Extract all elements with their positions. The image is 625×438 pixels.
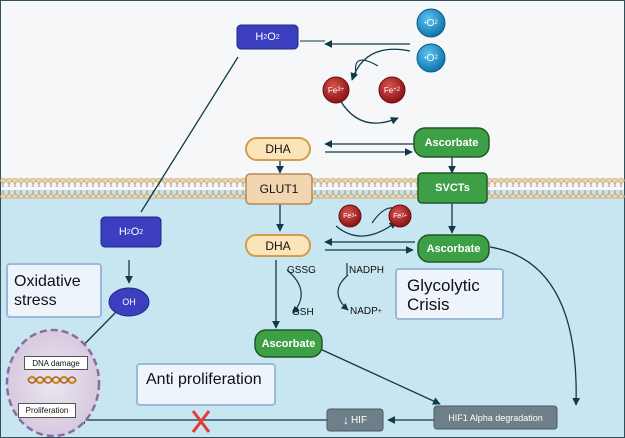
dna-damage-label: DNA damage — [24, 356, 88, 370]
glycolytic-crisis-line1: Glycolytic — [407, 276, 480, 295]
arrow-fe-loop — [354, 59, 379, 75]
fe2-label: Fe+2 — [383, 85, 401, 95]
dna-strand-icon-2 — [27, 376, 77, 384]
glut1-label: GLUT1 — [259, 182, 299, 196]
arrow-gssg-to-gsh — [286, 269, 302, 314]
ascorbate-inside-label: Ascorbate — [426, 242, 481, 255]
ascorbate-outside-label: Ascorbate — [424, 136, 479, 149]
nadph-label: NADPH — [349, 264, 385, 276]
glut1-node — [245, 173, 313, 205]
svcts-node — [417, 172, 488, 204]
oxidative-stress-box: Oxidative stress — [6, 263, 102, 318]
ascorbate-inside-node — [417, 234, 490, 263]
superoxide-node-1 — [416, 8, 446, 38]
oxidative-stress-line2: stress — [14, 292, 57, 309]
h2o2-diffusion-line — [140, 56, 239, 213]
hif1-degradation-label: HIF1 Alpha degradation — [448, 412, 543, 423]
fe2-node — [378, 76, 406, 104]
anti-proliferation-box: Anti proliferation — [136, 363, 276, 406]
hif-node — [326, 408, 384, 432]
dha-inside-label: DHA — [265, 238, 291, 253]
superoxide-node-2 — [416, 43, 446, 73]
hydroxyl-label: OH — [122, 297, 136, 307]
fe3-inside-node — [338, 204, 362, 228]
nucleus — [5, 328, 101, 438]
inhibition-x-icon — [191, 410, 211, 433]
oxidative-stress-line1: Oxidative — [14, 273, 81, 290]
dha-outside-node — [245, 137, 311, 161]
h2o2-inside-node — [100, 216, 162, 248]
nadp-label: NADP+ — [350, 305, 382, 317]
svcts-label: SVCTs — [435, 182, 470, 194]
hif-label: ↓HIF — [327, 409, 383, 431]
hif-text: HIF — [350, 414, 368, 426]
hif1-degradation-node — [433, 405, 558, 430]
arrow-o2-to-fe3 — [350, 48, 411, 81]
fe3-node — [322, 76, 350, 104]
dha-outside-label: DHA — [265, 142, 291, 156]
arrow-ascorbate-to-hif1-degradation — [489, 246, 581, 406]
arrow-nadph-to-nadp — [337, 274, 349, 311]
gsh-label: GSH — [292, 306, 314, 318]
gssg-label: GSSG — [287, 264, 316, 276]
glycolytic-crisis-box: Glycolytic Crisis — [395, 268, 504, 320]
proliferation-label: Proliferation — [18, 403, 76, 418]
arrow-fe3-to-fe2 — [339, 99, 399, 125]
fe2-inside-node — [388, 204, 412, 228]
glycolytic-crisis-line2: Crisis — [407, 295, 450, 314]
h2o2-top-node — [236, 24, 299, 50]
dha-inside-node — [245, 234, 311, 257]
arrow-inner-fe3-to-fe2 — [335, 221, 397, 237]
ascorbate-bottom-label: Ascorbate — [261, 337, 316, 350]
ascorbate-bottom-node — [254, 329, 323, 358]
ascorbate-outside-node — [413, 127, 490, 158]
arrow-ascorbate-to-hif1-degradation-2 — [317, 347, 441, 405]
hydroxyl-node — [108, 287, 150, 317]
down-arrow-icon: ↓ — [342, 413, 349, 427]
